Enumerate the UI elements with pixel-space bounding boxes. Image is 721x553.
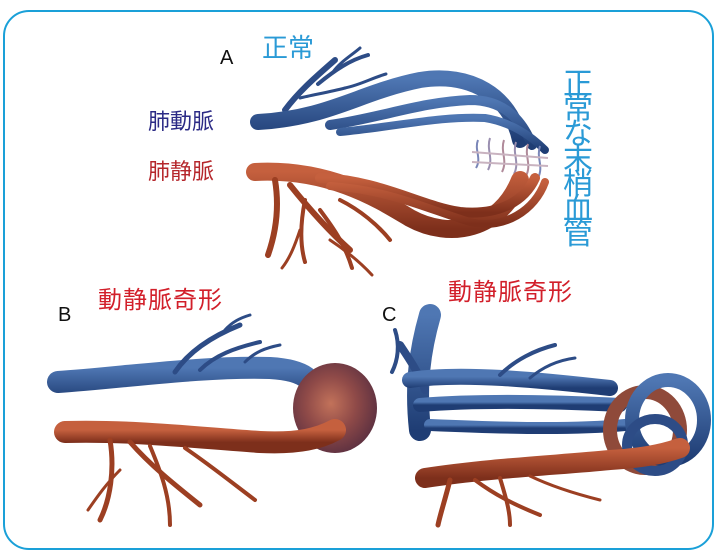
- panel-b-title: 動静脈奇形: [98, 288, 223, 312]
- pulmonary-vein-label: 肺静脈: [148, 162, 214, 184]
- panel-b-letter: B: [58, 305, 71, 325]
- panel-a-title: 正常: [262, 36, 314, 62]
- panel-c-title: 動静脈奇形: [448, 280, 573, 304]
- panel-c-diagram: [392, 315, 704, 525]
- panel-b-diagram: [58, 315, 377, 525]
- panel-a-pulmonary-vein: [255, 172, 545, 229]
- panel-a-letter: A: [220, 48, 233, 68]
- pulmonary-artery-label: 肺動脈: [148, 112, 214, 134]
- panel-b-vein: [65, 430, 335, 525]
- panel-b-artery: [58, 315, 318, 400]
- panel-c-letter: C: [382, 305, 396, 325]
- panel-c-artery: [392, 315, 625, 430]
- panel-a-diagram: [255, 48, 548, 275]
- normal-peripheral-vessels-label: 正常な末梢血管: [561, 72, 595, 247]
- panel-c-vein: [425, 448, 680, 525]
